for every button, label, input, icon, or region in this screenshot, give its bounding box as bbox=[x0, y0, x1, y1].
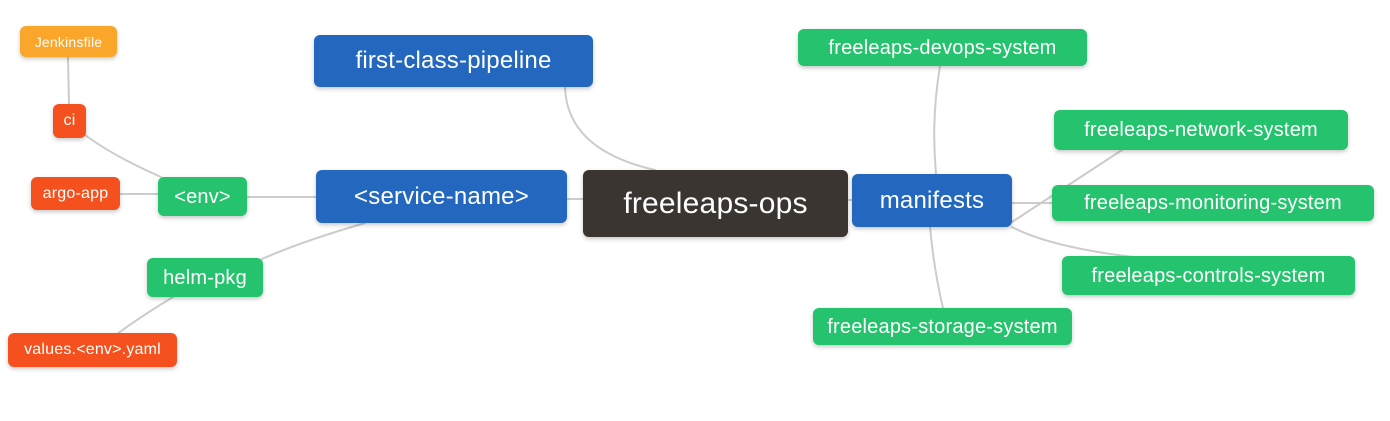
node-jenkinsfile[interactable]: Jenkinsfile bbox=[20, 26, 117, 57]
edge-pipeline-to-freeleaps-ops bbox=[564, 86, 656, 171]
node-helm-pkg[interactable]: helm-pkg bbox=[147, 258, 263, 297]
edge-manifests-to-storage-system bbox=[929, 226, 944, 309]
node-values-env-yaml[interactable]: values.<env>.yaml bbox=[8, 333, 177, 367]
node-argo-app[interactable]: argo-app bbox=[31, 177, 120, 210]
node-manifests[interactable]: manifests bbox=[852, 174, 1012, 227]
node-first-class-pipeline[interactable]: first-class-pipeline bbox=[314, 35, 593, 87]
node-freeleaps-network-system[interactable]: freeleaps-network-system bbox=[1054, 110, 1348, 150]
node-freeleaps-monitoring-system[interactable]: freeleaps-monitoring-system bbox=[1052, 185, 1374, 221]
edge-ci-to-env bbox=[84, 134, 162, 178]
node-ci[interactable]: ci bbox=[53, 104, 86, 138]
edge-manifests-to-controls-system bbox=[1011, 226, 1134, 258]
node-freeleaps-devops-system[interactable]: freeleaps-devops-system bbox=[798, 29, 1087, 66]
edge-manifests-to-devops-system bbox=[933, 65, 941, 175]
node-freeleaps-controls-system[interactable]: freeleaps-controls-system bbox=[1062, 256, 1355, 295]
edge-service-name-to-helm-pkg bbox=[261, 222, 366, 260]
node-env[interactable]: <env> bbox=[158, 177, 247, 216]
edge-jenkinsfile-to-ci bbox=[67, 56, 70, 105]
node-freeleaps-storage-system[interactable]: freeleaps-storage-system bbox=[813, 308, 1072, 345]
edge-helm-pkg-to-values bbox=[116, 296, 174, 335]
node-service-name[interactable]: <service-name> bbox=[316, 170, 567, 223]
node-freeleaps-ops[interactable]: freeleaps-ops bbox=[583, 170, 848, 237]
